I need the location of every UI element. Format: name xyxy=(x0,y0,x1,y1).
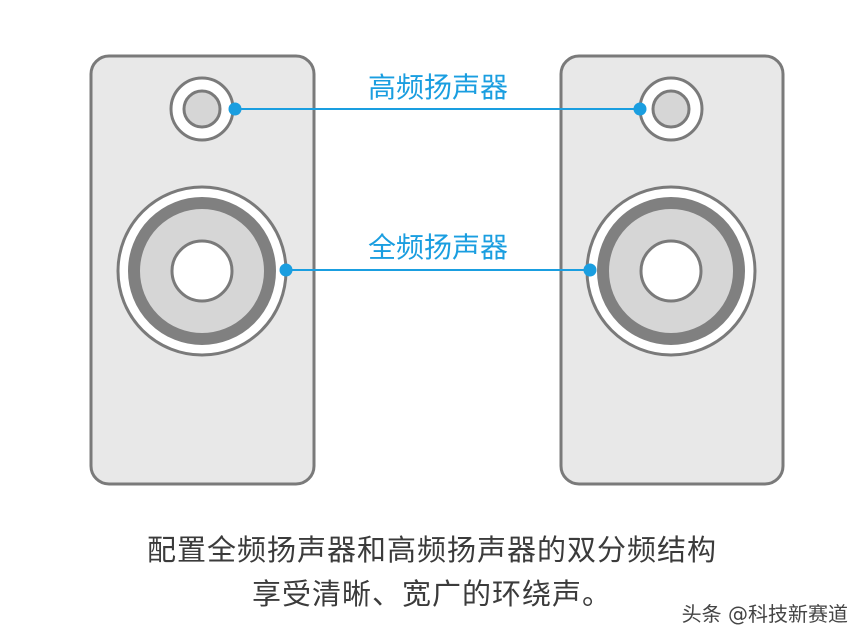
right-woofer-dot xyxy=(583,263,597,277)
right-woofer xyxy=(585,185,757,357)
left-woofer-dot xyxy=(279,263,293,277)
watermark: 头条 @科技新赛道 xyxy=(681,602,848,626)
right-tweeter-dot xyxy=(633,102,647,116)
caption-line-2: 享受清晰、宽广的环绕声。 xyxy=(251,577,612,611)
left-tweeter xyxy=(169,76,235,142)
tweeter-connector xyxy=(228,102,647,116)
left-woofer xyxy=(116,185,288,357)
tweeter-label: 高频扬声器 xyxy=(368,71,508,104)
caption-line-1: 配置全频扬声器和高频扬声器的双分频结构 xyxy=(146,533,717,567)
left-tweeter-dot xyxy=(228,102,242,116)
left-speaker xyxy=(89,54,316,486)
full-range-label: 全频扬声器 xyxy=(368,231,508,264)
full-range-connector xyxy=(279,263,597,277)
right-tweeter xyxy=(638,76,704,142)
